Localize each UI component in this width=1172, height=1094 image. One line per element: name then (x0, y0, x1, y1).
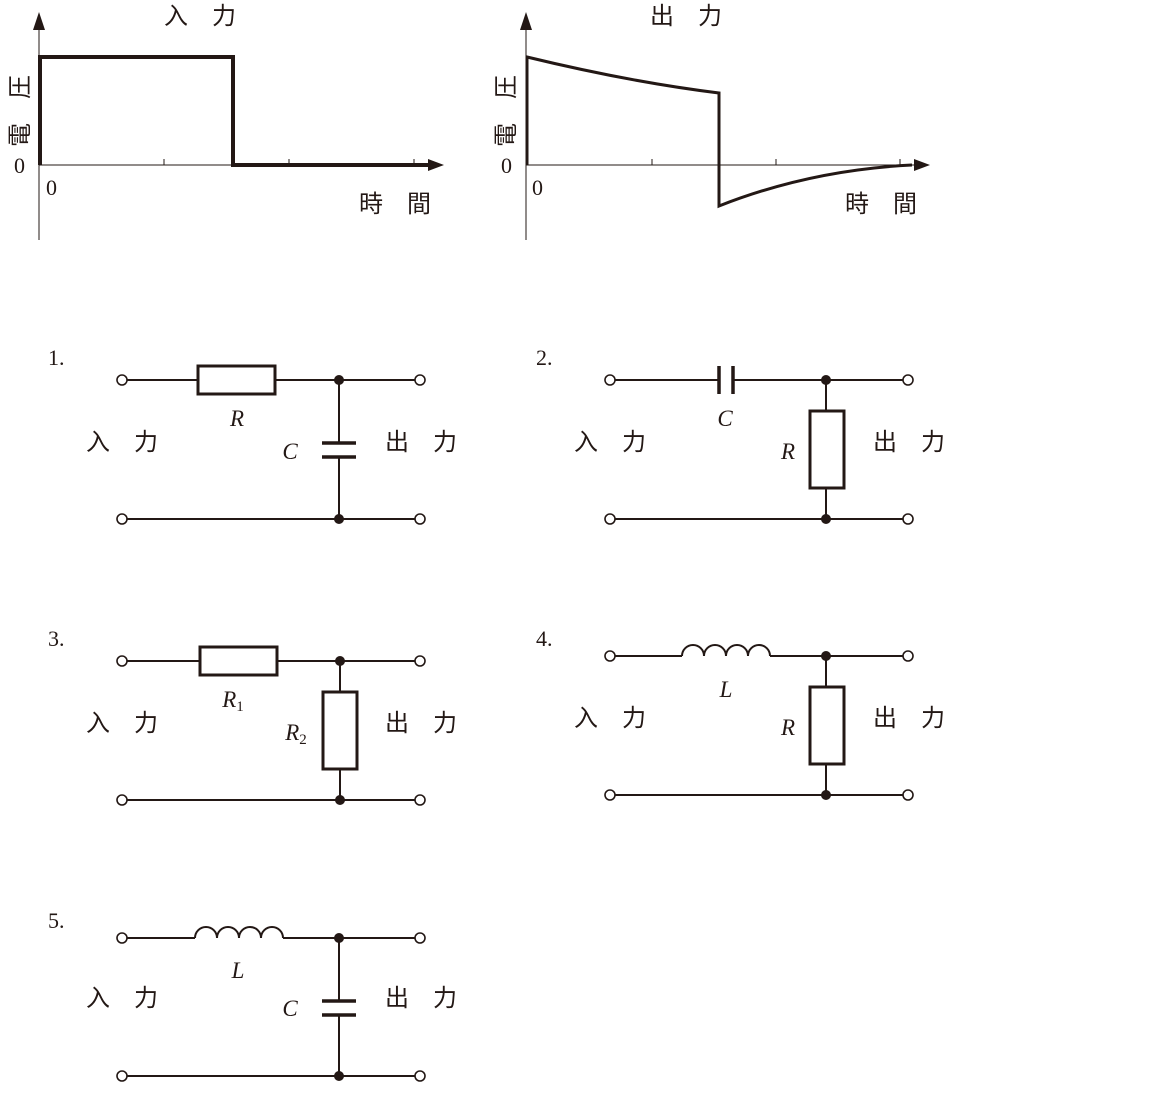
output-label: 出 力 (873, 428, 945, 456)
output-label: 出 力 (385, 709, 457, 737)
y-axis-arrow-icon (33, 12, 45, 30)
circuit-number: 4. (536, 626, 553, 651)
input-graph: 入 力 電 圧 0 0 時 間 (6, 2, 444, 240)
shunt-label: R (780, 715, 795, 740)
circuit-5: 5. 入 力 出 力 L C (48, 908, 457, 1082)
circuit-4: 4. 入 力 出 力 L R (536, 626, 945, 801)
input-graph-title: 入 力 (164, 2, 236, 30)
input-label: 入 力 (86, 709, 158, 737)
output-label: 出 力 (385, 984, 457, 1012)
input-label: 入 力 (574, 704, 646, 732)
circuit-number: 1. (48, 345, 65, 370)
x-zero-label: 0 (532, 175, 543, 200)
series-label: L (231, 958, 245, 983)
series-label: R1 (221, 687, 244, 715)
series-label: R (229, 406, 244, 431)
input-label: 入 力 (86, 984, 158, 1012)
output-label: 出 力 (873, 704, 945, 732)
y-axis-label: 電 圧 (492, 75, 520, 147)
input-label: 入 力 (574, 428, 646, 456)
resistor-r2 (321, 690, 359, 771)
input-terminal (116, 374, 128, 386)
y-zero-label: 0 (501, 153, 512, 178)
circuit-number: 5. (48, 908, 65, 933)
series-label: L (719, 677, 733, 702)
y-zero-label: 0 (14, 153, 25, 178)
y-axis-arrow-icon (520, 12, 532, 30)
resistor (808, 685, 846, 766)
circuit-2: 2. 入 力 出 力 C R (536, 345, 945, 525)
circuit-number: 3. (48, 626, 65, 651)
resistor-r1 (198, 645, 279, 677)
output-label: 出 力 (385, 428, 457, 456)
shunt-label: R (780, 439, 795, 464)
output-graph: 出 力 電 圧 0 0 時 間 (492, 2, 930, 240)
x-axis-arrow-icon (914, 159, 930, 171)
inductor (194, 926, 284, 939)
shunt-label: R2 (284, 720, 307, 748)
x-axis-arrow-icon (428, 159, 444, 171)
input-label: 入 力 (86, 428, 158, 456)
series-label: C (717, 406, 733, 431)
resistor (196, 364, 277, 396)
shunt-label: C (282, 996, 298, 1021)
x-axis-label: 時 間 (359, 190, 431, 218)
shunt-label: C (282, 439, 298, 464)
circuit-1: 1. 入 力 出 力 R C (48, 345, 457, 525)
circuit-3: 3. 入 力 出 力 R1 R2 (48, 626, 457, 806)
output-graph-title: 出 力 (650, 2, 722, 30)
x-zero-label: 0 (46, 175, 57, 200)
x-axis-label: 時 間 (845, 190, 917, 218)
inductor (681, 644, 771, 657)
output-waveform (525, 55, 913, 209)
y-axis-label: 電 圧 (6, 75, 34, 147)
resistor (808, 409, 846, 490)
output-terminal (414, 374, 426, 386)
circuit-number: 2. (536, 345, 553, 370)
input-waveform (38, 55, 430, 167)
